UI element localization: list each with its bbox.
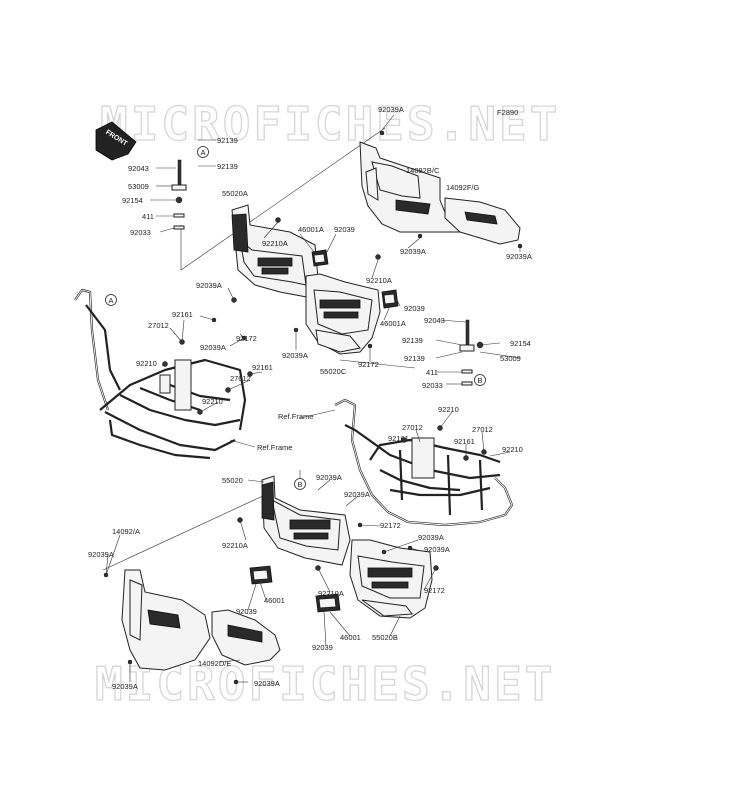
part-label: 27012 bbox=[230, 374, 251, 383]
part-label: 53009 bbox=[128, 182, 149, 191]
part-label: 92154 bbox=[510, 339, 531, 348]
part-label: 92139 bbox=[217, 162, 238, 171]
part-label: 92172 bbox=[236, 334, 257, 343]
marker-b-right-label: B bbox=[478, 376, 483, 385]
marker-b-center-label: B bbox=[298, 480, 303, 489]
part-label: 92033 bbox=[422, 381, 443, 390]
part-label: 411 bbox=[142, 212, 154, 221]
part-label: 55020 bbox=[222, 476, 243, 485]
part-label: 92161 bbox=[388, 434, 409, 443]
part-label: 46001A bbox=[298, 225, 324, 234]
part-label: 92039A bbox=[344, 490, 370, 499]
part-label: 92039A bbox=[418, 533, 444, 542]
part-label: 411 bbox=[426, 368, 438, 377]
front-arrow-icon: FRONT bbox=[95, 121, 137, 161]
part-label: 92139 bbox=[404, 354, 425, 363]
panel-14092de bbox=[211, 609, 281, 666]
marker-b-right: B bbox=[474, 374, 486, 386]
part-label: 46001 bbox=[340, 633, 361, 642]
part-label: 92039A bbox=[200, 343, 226, 352]
part-label: 92161 bbox=[252, 363, 273, 372]
part-label: 92210A bbox=[366, 276, 392, 285]
reference-lines bbox=[102, 127, 416, 571]
panel-14092a bbox=[121, 569, 211, 671]
part-label: 92039 bbox=[334, 225, 355, 234]
part-label: 46001A bbox=[380, 319, 406, 328]
part-label: 27012 bbox=[402, 423, 423, 432]
part-label: 92039A bbox=[88, 550, 114, 559]
part-label: 27012 bbox=[148, 321, 169, 330]
figure-code: F2890 bbox=[497, 108, 518, 117]
part-label: 92039 bbox=[312, 643, 333, 652]
part-label: 46001 bbox=[264, 596, 285, 605]
part-label: 92039A bbox=[282, 351, 308, 360]
part-label: 14092/A bbox=[112, 527, 140, 536]
panel-14092fg bbox=[444, 197, 521, 245]
part-label: 92161 bbox=[454, 437, 475, 446]
panel-14092bc bbox=[359, 141, 471, 233]
part-label: 92210 bbox=[502, 445, 523, 454]
part-label: 92039A bbox=[378, 105, 404, 114]
marker-a-top-label: A bbox=[201, 148, 206, 157]
leader-lines bbox=[105, 114, 521, 683]
part-label: Ref.Frame bbox=[257, 443, 292, 452]
part-label: 92043 bbox=[128, 164, 149, 173]
part-label: 92039A bbox=[506, 252, 532, 261]
part-label: 92172 bbox=[358, 360, 379, 369]
part-label: 27012 bbox=[472, 425, 493, 434]
step-55020 bbox=[261, 475, 351, 566]
part-label: 92033 bbox=[130, 228, 151, 237]
left-frame-assembly bbox=[74, 288, 247, 460]
watermark-top: MICROFICHES.NET bbox=[100, 97, 560, 151]
right-frame-assembly bbox=[334, 398, 514, 527]
part-label: 92172 bbox=[424, 586, 445, 595]
part-label: 14092B/C bbox=[406, 166, 440, 175]
part-label: Ref.Frame bbox=[278, 412, 313, 421]
step-55020c bbox=[305, 273, 381, 355]
marker-b-center: B bbox=[294, 478, 306, 490]
part-label: 92210 bbox=[136, 359, 157, 368]
bracket-46001a-top bbox=[311, 249, 329, 267]
part-label: 92154 bbox=[122, 196, 143, 205]
part-label: 92039A bbox=[400, 247, 426, 256]
part-label: 92210 bbox=[202, 397, 223, 406]
part-label: 92039A bbox=[424, 545, 450, 554]
part-label: 53009 bbox=[500, 354, 521, 363]
step-55020b bbox=[349, 539, 433, 619]
marker-a-top: A bbox=[197, 146, 209, 158]
part-label: 14092F/G bbox=[446, 183, 480, 192]
part-label: 92139 bbox=[402, 336, 423, 345]
part-labels: 92039A 92139 92139 92043 53009 92154 411… bbox=[88, 105, 532, 691]
part-label: 92039A bbox=[316, 473, 342, 482]
part-label: 55020B bbox=[372, 633, 398, 642]
part-label: 92039 bbox=[404, 304, 425, 313]
bracket-46001-right bbox=[315, 593, 341, 613]
part-label: 92210A bbox=[222, 541, 248, 550]
marker-a-left: A bbox=[105, 294, 117, 306]
part-label: 92161 bbox=[172, 310, 193, 319]
part-label: 92210 bbox=[438, 405, 459, 414]
part-label: 92039 bbox=[236, 607, 257, 616]
part-label: 55020A bbox=[222, 189, 248, 198]
fastener-stack-left bbox=[171, 159, 187, 230]
part-label: 14092D/E bbox=[198, 659, 231, 668]
part-label: 92210A bbox=[318, 589, 344, 598]
part-label: 92039A bbox=[254, 679, 280, 688]
part-label: 92043 bbox=[424, 316, 445, 325]
part-label: 92172 bbox=[380, 521, 401, 530]
part-label: 92039A bbox=[196, 281, 222, 290]
part-label: 92139 bbox=[217, 136, 238, 145]
bracket-46001-left bbox=[249, 565, 273, 585]
step-55020a bbox=[231, 204, 319, 299]
part-label: 92210A bbox=[262, 239, 288, 248]
bracket-46001a-mid bbox=[381, 289, 399, 309]
part-label: 55020C bbox=[320, 367, 347, 376]
part-label: 92039A bbox=[112, 682, 138, 691]
marker-a-left-label: A bbox=[109, 296, 114, 305]
